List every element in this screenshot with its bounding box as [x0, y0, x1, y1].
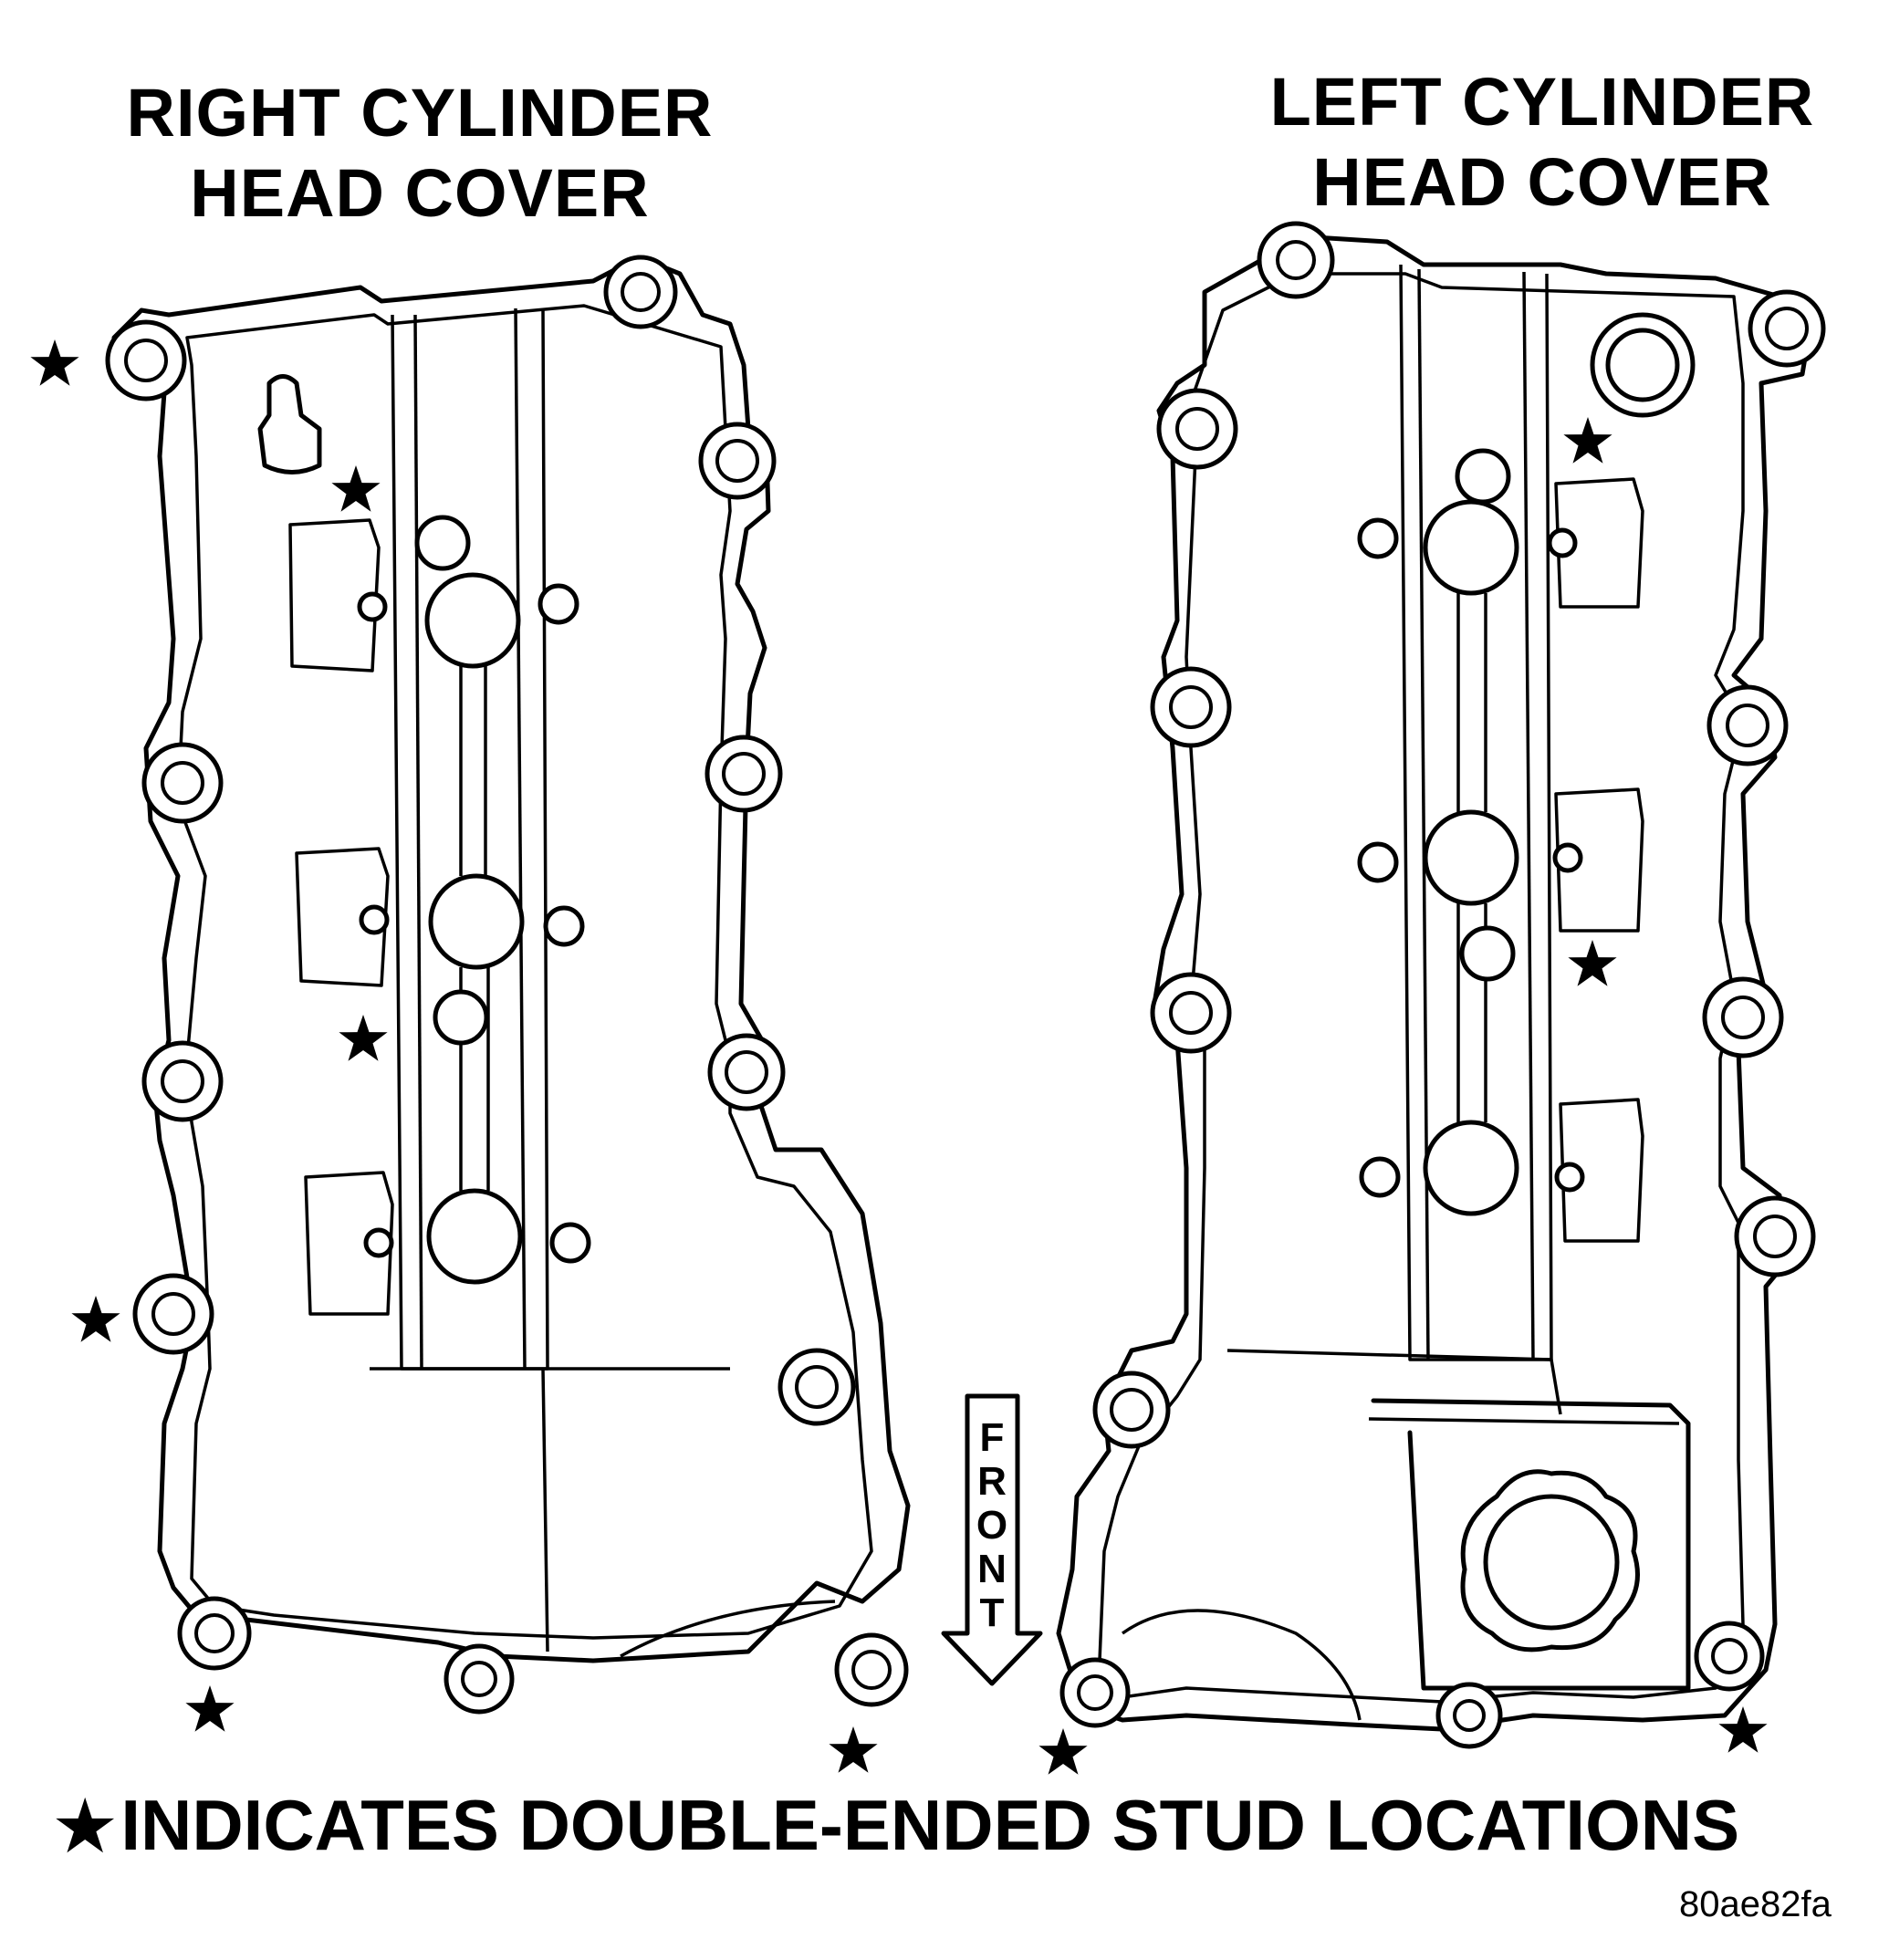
- right-cover-coil-pad-2: [295, 847, 390, 987]
- right-cover-title: RIGHT CYLINDER HEAD COVER: [126, 75, 714, 231]
- right-cover-front-curve: [620, 1600, 836, 1658]
- left-cover-front-curve: [1121, 1609, 1362, 1721]
- left-small-hole: [1357, 841, 1399, 883]
- right-small-hole: [543, 905, 585, 947]
- star-icon: [1038, 1728, 1088, 1775]
- left-oil-fill-opening: [1483, 1494, 1620, 1631]
- left-cover-step: [1226, 1349, 1562, 1415]
- left-cylinder-head-cover: [1056, 221, 1826, 1749]
- left-cover-oil-fill-cap: [1460, 1469, 1640, 1652]
- right-cover-rail-edge: [413, 314, 423, 1370]
- left-hex-bolt: [1459, 925, 1516, 982]
- right-cover-outline: [111, 255, 911, 1663]
- left-small-hole: [1359, 1156, 1401, 1198]
- left-cover-rail-edge: [1417, 268, 1430, 1361]
- left-cover-coil-pad-2: [1554, 787, 1644, 933]
- left-cover-title: LEFT CYLINDER HEAD COVER: [1269, 64, 1815, 220]
- right-spark-plug-tube-3: [426, 1188, 523, 1285]
- left-small-hole: [1357, 517, 1399, 559]
- right-hex-bolt: [433, 989, 489, 1046]
- left-cover-coil-pad-1: [1554, 477, 1644, 609]
- front-label-letter: O: [976, 1503, 1007, 1548]
- front-label-letter: F: [980, 1415, 1005, 1460]
- arrow-down-icon: [941, 1393, 1043, 1686]
- legend: ★INDICATES DOUBLE-ENDED STUD LOCATIONS: [55, 1784, 1843, 1868]
- left-small-hole: [1547, 527, 1578, 558]
- star-icon: [829, 1726, 878, 1773]
- right-small-hole: [359, 904, 390, 935]
- right-tube-links: [459, 666, 490, 1191]
- right-breather-stud: [257, 374, 322, 474]
- star-icon: ★: [55, 1788, 116, 1864]
- left-hex-bolt: [1455, 448, 1511, 505]
- legend-text: INDICATES DOUBLE-ENDED STUD LOCATIONS: [120, 1785, 1740, 1865]
- left-cover-center-rail: [1399, 264, 1553, 1361]
- right-cover-seam: [541, 1368, 549, 1652]
- right-cover-inner-lip: [176, 304, 873, 1640]
- right-cylinder-head-cover: [105, 255, 911, 1715]
- left-spark-plug-tube-2: [1423, 809, 1519, 906]
- left-breather-port-inner: [1605, 328, 1680, 402]
- right-small-hole: [537, 583, 579, 625]
- right-small-hole: [549, 1222, 591, 1264]
- right-cover-coil-pad-3: [304, 1171, 394, 1316]
- left-cover-coil-pad-3: [1559, 1098, 1644, 1243]
- star-icon: [1563, 417, 1612, 464]
- front-label-letter: R: [977, 1459, 1007, 1504]
- left-small-hole: [1554, 1162, 1585, 1193]
- front-label-letter: T: [980, 1590, 1005, 1635]
- left-tube-links: [1456, 593, 1487, 1122]
- right-cover-rail-edge-2: [514, 308, 527, 1370]
- star-icon: [339, 1015, 388, 1061]
- left-cover-oil-pad-edge: [1368, 1417, 1680, 1425]
- right-spark-plug-tube-2: [428, 873, 525, 970]
- right-spark-plug-tube-1: [424, 572, 521, 669]
- left-spark-plug-tube-1: [1423, 499, 1519, 596]
- right-cover-bolts: [105, 255, 909, 1715]
- star-icon: [185, 1685, 235, 1732]
- star-icon: [331, 465, 381, 512]
- right-small-hole: [357, 591, 388, 622]
- left-spark-plug-tube-3: [1423, 1120, 1519, 1216]
- front-label-letter: N: [977, 1547, 1007, 1591]
- star-icon: [1718, 1706, 1768, 1753]
- star-icon: [71, 1296, 120, 1342]
- stud-markers: [30, 339, 1768, 1775]
- right-small-hole: [363, 1227, 394, 1258]
- left-small-hole: [1552, 842, 1583, 873]
- right-hex-bolt: [414, 515, 471, 571]
- star-icon: [30, 339, 79, 386]
- left-cover-oil-fill-pad: [1371, 1398, 1691, 1691]
- left-cover-rail-edge-2: [1522, 271, 1535, 1361]
- star-icon: [1568, 940, 1617, 986]
- left-cover-bolts: [1059, 221, 1826, 1749]
- figure-code: 80ae82fa: [1679, 1884, 1832, 1924]
